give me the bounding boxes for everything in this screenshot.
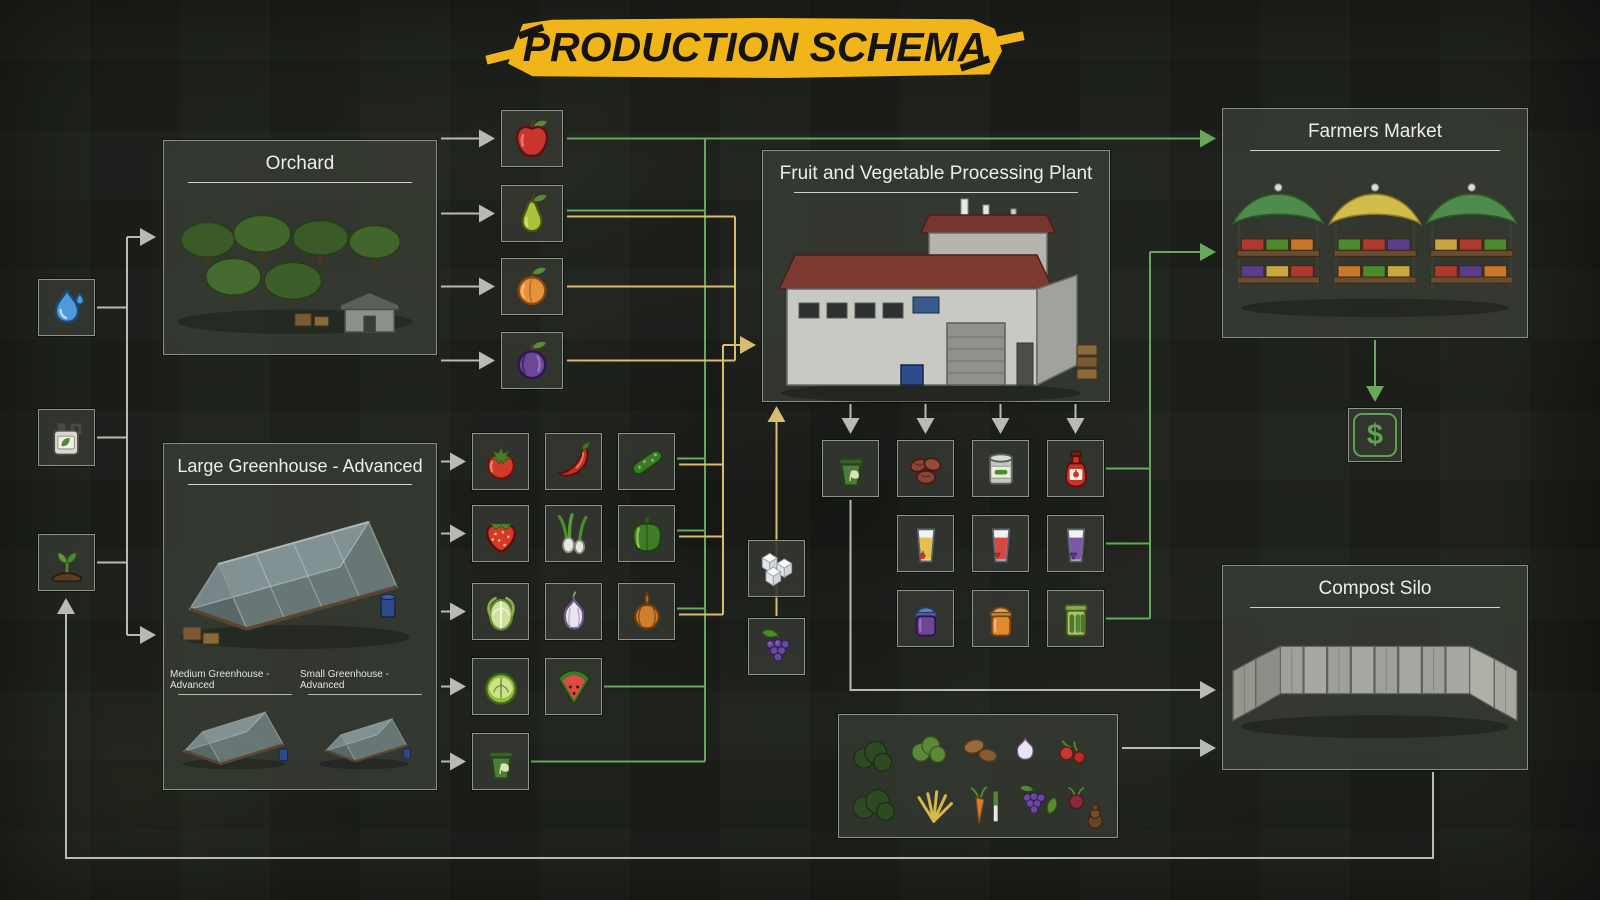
small-greenhouse-illustration	[318, 718, 411, 770]
compost-silo-title: Compost Silo	[1318, 578, 1432, 599]
small-greenhouse-label: Small Greenhouse - Advanced	[300, 669, 389, 691]
strawberry-icon	[479, 512, 523, 556]
dollar-symbol: $	[1366, 418, 1384, 451]
apricot-jam-icon	[979, 597, 1023, 641]
compost-icon	[479, 740, 523, 784]
tile-water	[38, 279, 95, 336]
pear-icon	[510, 192, 554, 236]
pickled-cucumbers-icon	[1054, 597, 1098, 641]
onion-icon	[625, 590, 669, 634]
tile-onion	[618, 583, 675, 640]
small-greenhouse: Small Greenhouse - Advanced	[300, 667, 430, 773]
napa-cabbage-icon	[479, 590, 523, 634]
tile-napa-cabbage	[472, 583, 529, 640]
apple-juice-icon	[904, 522, 948, 566]
tile-apricot-jam	[972, 590, 1029, 647]
page-title: PRODUCTION SCHEMA	[522, 23, 988, 70]
canned-vegetables-icon	[979, 447, 1023, 491]
watermelon-icon	[552, 665, 596, 709]
tomato-icon	[479, 440, 523, 484]
medium-greenhouse-label: Medium Greenhouse - Advanced	[170, 669, 270, 691]
divider	[188, 182, 412, 183]
orchard-title: Orchard	[265, 153, 335, 174]
lettuce-icon	[479, 665, 523, 709]
divider	[1250, 150, 1500, 151]
compost-icon	[829, 447, 873, 491]
sugar-icon	[755, 547, 799, 591]
banner-brush-tail	[995, 31, 1025, 46]
tile-grape-juice	[1047, 515, 1104, 572]
tile-cucumber	[618, 433, 675, 490]
water-icon	[45, 286, 89, 330]
ketchup-icon	[1054, 447, 1098, 491]
dried-fruit-icon	[904, 447, 948, 491]
tile-watermelon	[545, 658, 602, 715]
tile-strawberry	[472, 505, 529, 562]
compost-silo-panel: Compost Silo	[1222, 565, 1528, 770]
title-banner: PRODUCTION SCHEMA	[508, 18, 1002, 78]
grapes-icon	[755, 625, 799, 669]
divider	[1250, 607, 1500, 608]
greenhouse-panel: Large Greenhouse - Advanced	[163, 443, 437, 790]
tile-chili-pepper	[545, 433, 602, 490]
tile-apple	[501, 110, 563, 167]
tile-sugar	[748, 540, 805, 597]
processing-plant-panel: Fruit and Vegetable Processing Plant	[762, 150, 1110, 403]
plum-icon	[510, 339, 554, 383]
waste-materials-illustration	[852, 736, 1103, 829]
bell-pepper-icon	[625, 512, 669, 556]
tile-money: $	[1348, 408, 1402, 462]
apple-icon	[510, 117, 554, 161]
waste-materials-panel	[838, 714, 1118, 838]
tile-compost-output	[472, 733, 529, 790]
tile-fertilizer	[38, 409, 95, 466]
plum-jam-icon	[904, 597, 948, 641]
tile-tomato	[472, 433, 529, 490]
apricot-icon	[510, 265, 554, 309]
large-greenhouse-illustration	[164, 485, 436, 667]
medium-greenhouse: Medium Greenhouse - Advanced	[170, 667, 300, 773]
processing-plant-title: Fruit and Vegetable Processing Plant	[779, 163, 1093, 184]
farmers-market-title: Farmers Market	[1307, 121, 1443, 142]
fertilizer-icon	[45, 416, 89, 460]
tile-lettuce	[472, 658, 529, 715]
tile-canned-vegetables	[972, 440, 1029, 497]
tile-dried-fruit	[897, 440, 954, 497]
tile-seedling	[38, 534, 95, 591]
cucumber-icon	[625, 440, 669, 484]
farmers-market-panel: Farmers Market	[1222, 108, 1528, 338]
tile-spring-onion	[545, 505, 602, 562]
divider	[177, 694, 293, 695]
tile-compost-product	[822, 440, 879, 497]
divider	[307, 694, 423, 695]
greenhouse-title: Large Greenhouse - Advanced	[177, 456, 423, 476]
processing-plant-illustration	[763, 193, 1109, 417]
tile-pear	[501, 185, 563, 242]
seedling-icon	[45, 541, 89, 585]
farmers-market-illustration	[1223, 151, 1527, 337]
tile-grapes	[748, 618, 805, 675]
garlic-icon	[552, 590, 596, 634]
compost-silo-illustration	[1223, 608, 1527, 769]
tile-ketchup	[1047, 440, 1104, 497]
divider	[794, 192, 1078, 193]
dollar-icon: $	[1353, 413, 1397, 457]
tile-bell-pepper	[618, 505, 675, 562]
orchard-illustration	[164, 183, 436, 354]
chili-pepper-icon	[552, 440, 596, 484]
tile-apricot	[501, 258, 563, 315]
tile-apple-juice	[897, 515, 954, 572]
tile-plum	[501, 332, 563, 389]
spring-onion-icon	[552, 512, 596, 556]
medium-greenhouse-illustration	[182, 711, 289, 770]
strawberry-juice-icon	[979, 522, 1023, 566]
tile-plum-jam	[897, 590, 954, 647]
divider	[188, 484, 412, 485]
tile-pickled-cucumbers	[1047, 590, 1104, 647]
orchard-panel: Orchard	[163, 140, 437, 355]
tile-garlic	[545, 583, 602, 640]
sub-greenhouses: Medium Greenhouse - Advanced Small Green…	[164, 667, 436, 781]
tile-strawberry-juice	[972, 515, 1029, 572]
grape-juice-icon	[1054, 522, 1098, 566]
